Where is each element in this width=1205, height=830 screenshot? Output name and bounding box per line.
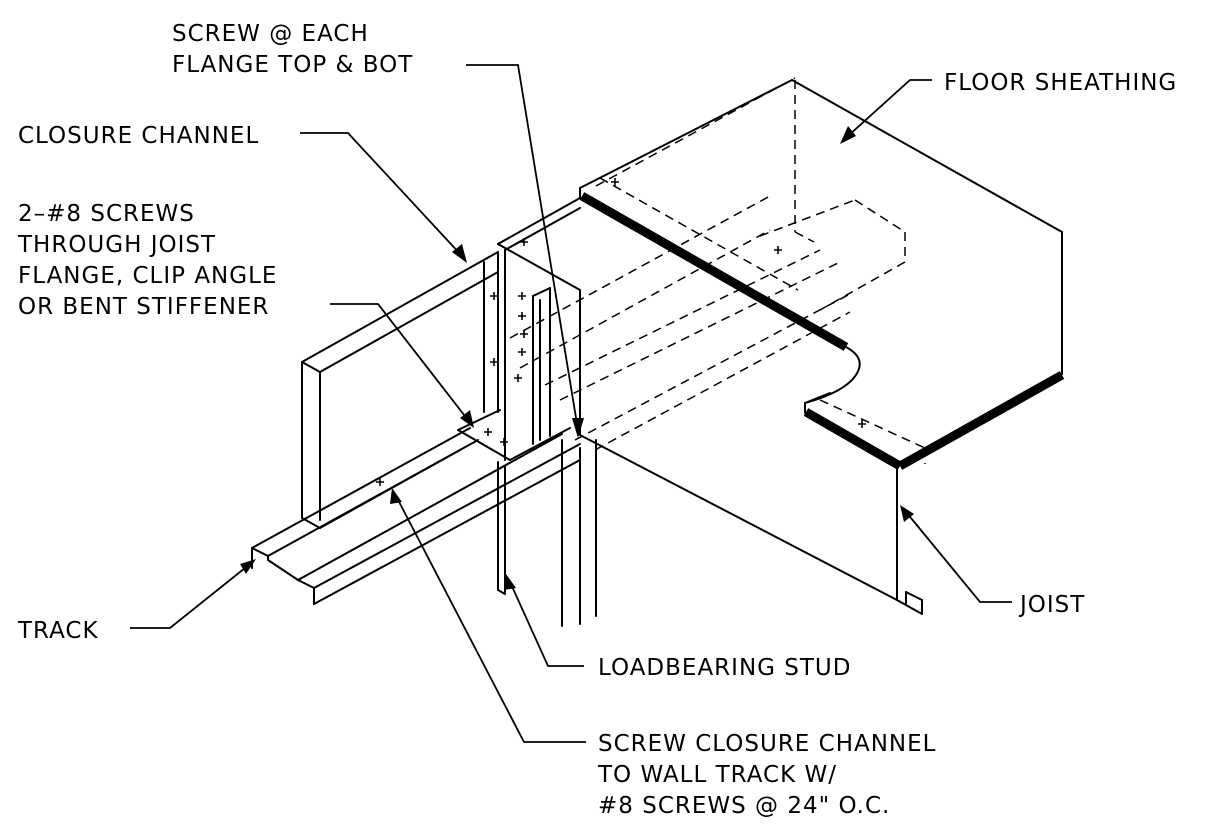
label-loadbearing-stud: LOADBEARING STUD [598,655,851,681]
label-closure-channel: CLOSURE CHANNEL [18,123,259,149]
joist [497,197,923,615]
closure-channel [301,243,581,529]
label-joist: JOIST [1018,592,1085,618]
hidden-lines [509,77,926,464]
leader-closure-channel [300,132,467,263]
label-screw-each-flange-line2: FLANGE TOP & BOT [172,52,413,78]
leader-joist [900,505,1012,603]
label-screws-joist-line4: OR BENT STIFFENER [18,294,269,320]
leader-track [130,559,256,629]
label-screw-closure-line2: TO WALL TRACK W/ [597,762,837,788]
leader-floor-sheathing [840,79,932,144]
label-floor-sheathing: FLOOR SHEATHING [944,70,1177,96]
label-screw-closure-line1: SCREW CLOSURE CHANNEL [598,731,937,757]
label-screw-closure-line3: #8 SCREWS @ 24" O.C. [598,793,890,819]
screw-marks [376,178,866,486]
floor-sheathing [579,79,1065,470]
label-screws-joist-line1: 2–#8 SCREWS [18,201,195,227]
track [251,427,581,605]
leader-loadbearing-stud [504,574,584,667]
loadbearing-stud [497,439,597,627]
leader-screw-closure [390,488,586,743]
label-screws-joist-line2: THROUGH JOIST [17,232,216,258]
label-screw-each-flange-line1: SCREW @ EACH [172,21,369,47]
label-screws-joist-line3: FLANGE, CLIP ANGLE [18,263,277,289]
leader-2-8-screws [330,303,474,428]
label-track: TRACK [17,618,99,644]
leader-screw-each-flange [466,64,584,438]
